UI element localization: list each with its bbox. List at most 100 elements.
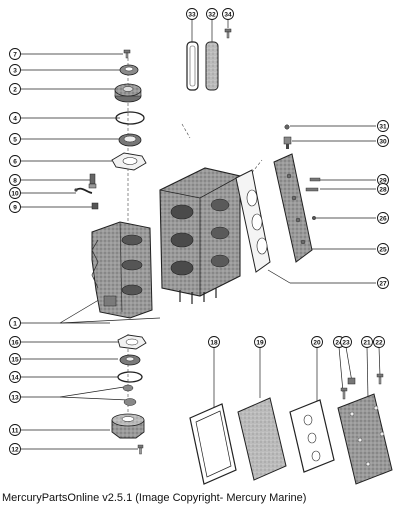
callout-5: 5 — [9, 133, 21, 145]
callout-9: 9 — [9, 201, 21, 213]
part-29-screw — [309, 177, 321, 182]
callout-number: 5 — [13, 136, 17, 143]
part-10-hose — [74, 187, 93, 194]
part-33-gasket-strip — [186, 41, 199, 91]
callout-15: 15 — [9, 353, 21, 365]
part-20-gasket-frame — [289, 399, 335, 473]
callout-2: 2 — [9, 83, 21, 95]
callout-19: 19 — [254, 336, 266, 348]
callout-number: 29 — [379, 177, 387, 184]
part-16-gasket — [117, 334, 147, 350]
part-34-screw — [224, 28, 232, 39]
callout-16: 16 — [9, 336, 21, 348]
callout-number: 13 — [11, 394, 19, 401]
callout-7: 7 — [9, 48, 21, 60]
callout-number: 26 — [379, 215, 387, 222]
callout-31: 31 — [377, 120, 389, 132]
callout-3: 3 — [9, 64, 21, 76]
part-1-crankcase-cover — [91, 221, 153, 319]
callout-12: 12 — [9, 443, 21, 455]
callout-number: 7 — [13, 51, 17, 58]
part-8-fitting — [88, 173, 97, 189]
callout-23: 23 — [340, 336, 352, 348]
part-23-plug — [347, 377, 356, 385]
part-31-screw — [284, 124, 290, 130]
part-3-seal — [119, 64, 139, 76]
part-21-exhaust-cover — [337, 393, 393, 485]
callout-number: 4 — [13, 115, 17, 122]
callout-number: 16 — [11, 339, 19, 346]
part-5-bearing — [118, 133, 142, 147]
callout-number: 28 — [379, 186, 387, 193]
callout-30: 30 — [377, 135, 389, 147]
callout-number: 12 — [11, 446, 19, 453]
callout-number: 9 — [13, 204, 17, 211]
part-18-gasket-frame — [189, 403, 237, 485]
part-19-cover-plate — [237, 397, 287, 481]
part-24-screw — [340, 387, 348, 400]
callout-number: 3 — [13, 67, 17, 74]
callout-number: 30 — [379, 138, 387, 145]
callout-number: 15 — [11, 356, 19, 363]
cylinder-block — [159, 167, 241, 304]
callout-number: 10 — [11, 190, 19, 197]
part-4-o-ring — [115, 111, 145, 125]
left-callouts: 7 3 2 4 5 6 8 10 9 1 16 15 14 13 11 12 — [9, 48, 21, 455]
callout-22: 22 — [373, 336, 385, 348]
callout-25: 25 — [377, 243, 389, 255]
part-15-seal — [119, 354, 141, 366]
callout-28: 28 — [377, 183, 389, 195]
callout-20: 20 — [311, 336, 323, 348]
callout-number: 8 — [13, 177, 17, 184]
callout-number: 24 — [335, 339, 343, 346]
callout-21: 21 — [361, 336, 373, 348]
callout-27: 27 — [377, 277, 389, 289]
part-26-washer — [312, 215, 317, 220]
callout-18: 18 — [208, 336, 220, 348]
part-12-screw — [137, 444, 144, 455]
callout-6: 6 — [9, 155, 21, 167]
part-6-gasket — [111, 152, 147, 171]
callout-number: 32 — [208, 11, 216, 18]
callout-number: 27 — [379, 280, 387, 287]
callout-number: 20 — [313, 339, 321, 346]
callout-number: 14 — [11, 374, 19, 381]
callout-26: 26 — [377, 212, 389, 224]
callout-11: 11 — [9, 424, 21, 436]
callout-29: 29 — [377, 174, 389, 186]
part-9-check-valve — [91, 202, 99, 210]
callout-10: 10 — [9, 187, 21, 199]
callout-33: 33 — [186, 8, 198, 20]
callout-13: 13 — [9, 391, 21, 403]
callout-number: 6 — [13, 158, 17, 165]
callout-number: 23 — [342, 339, 350, 346]
callout-number: 21 — [363, 339, 371, 346]
callout-32: 32 — [206, 8, 218, 20]
part-22-screw — [376, 373, 384, 385]
callout-34: 34 — [222, 8, 234, 20]
callout-number: 34 — [224, 11, 232, 18]
part-11-end-cap — [111, 413, 145, 439]
top-callouts: 33 32 34 — [186, 8, 234, 20]
part-32-plate-strip — [205, 41, 219, 91]
callout-14: 14 — [9, 371, 21, 383]
callout-number: 19 — [256, 339, 264, 346]
part-28-screw — [305, 187, 319, 192]
part-27-cylinder-head-gasket — [235, 169, 271, 273]
callout-number: 18 — [210, 339, 218, 346]
callout-1: 1 — [9, 317, 21, 329]
callout-8: 8 — [9, 174, 21, 186]
callout-number: 33 — [188, 11, 196, 18]
callout-number: 1 — [13, 320, 17, 327]
part-7-screw — [123, 49, 131, 59]
callout-number: 31 — [379, 123, 387, 130]
part-30-sensor — [283, 136, 292, 149]
callout-number: 11 — [12, 427, 19, 434]
part-14-o-ring — [117, 371, 143, 383]
image-caption: MercuryPartsOnline v2.5.1 (Image Copyrig… — [2, 492, 307, 504]
callout-number: 25 — [379, 246, 387, 253]
right-callouts: 31 30 29 28 26 25 27 — [377, 120, 389, 289]
leader-lines — [21, 20, 381, 450]
